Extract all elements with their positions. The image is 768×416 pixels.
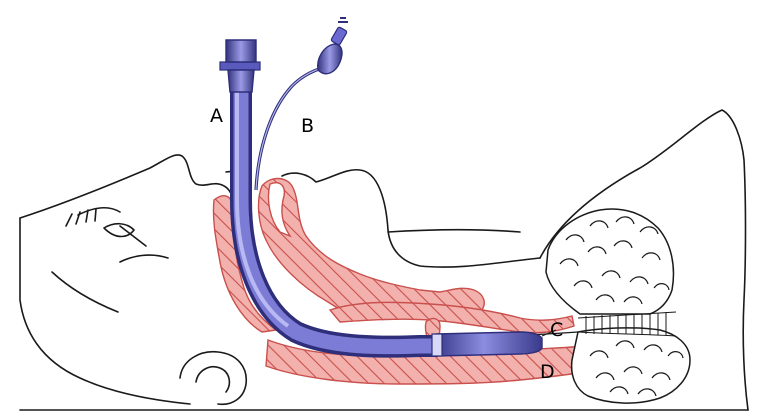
endotracheal-tube	[219, 39, 543, 358]
lung-lower	[570, 327, 691, 404]
palate-gap	[267, 182, 292, 238]
lung-upper	[545, 208, 675, 315]
callout-c	[541, 329, 557, 337]
label-d: D	[540, 361, 555, 383]
lung-icon	[545, 208, 691, 404]
pilot-balloon	[254, 17, 348, 191]
tube-connector	[225, 39, 257, 63]
tongue-region	[257, 177, 485, 319]
label-c: C	[550, 319, 563, 341]
label-b: B	[301, 115, 314, 137]
larynx-region	[328, 301, 575, 334]
tube-cuff	[435, 331, 543, 357]
label-a: A	[210, 105, 223, 127]
tube-connector-flange	[219, 61, 261, 71]
